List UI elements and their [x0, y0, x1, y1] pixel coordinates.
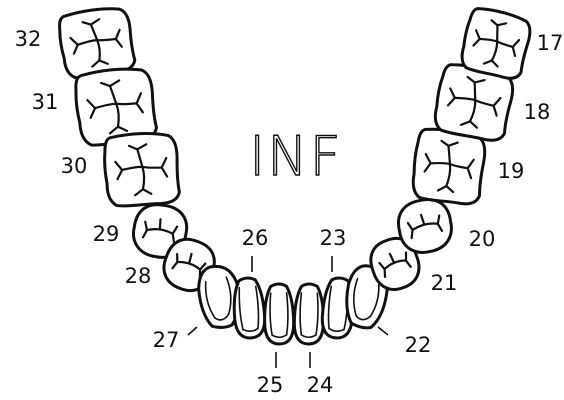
- tooth-24[interactable]: [294, 284, 324, 344]
- arch-title: INF: [249, 125, 342, 188]
- tooth-17-outline: [459, 6, 534, 81]
- tooth-17[interactable]: [459, 6, 534, 81]
- tooth-25[interactable]: [264, 284, 294, 344]
- tooth-27-leader-line: [188, 327, 197, 335]
- tooth-number-28: 28: [125, 264, 152, 288]
- tooth-number-27: 27: [153, 328, 180, 352]
- tooth-number-21: 21: [431, 271, 458, 295]
- tooth-number-22: 22: [405, 333, 432, 357]
- tooth-30-outline: [102, 130, 181, 208]
- tooth-number-31: 31: [32, 90, 59, 114]
- tooth-number-19: 19: [498, 159, 525, 183]
- tooth-30[interactable]: [102, 130, 181, 208]
- tooth-number-23: 23: [320, 226, 347, 250]
- tooth-24-outline: [294, 284, 324, 344]
- tooth-22-leader-line: [378, 327, 388, 335]
- tooth-number-20: 20: [469, 227, 496, 251]
- tooth-number-26: 26: [242, 226, 269, 250]
- tooth-26[interactable]: [232, 277, 266, 339]
- tooth-number-30: 30: [61, 154, 88, 178]
- tooth-number-25: 25: [257, 373, 284, 397]
- tooth-26-outline: [232, 277, 266, 339]
- tooth-number-18: 18: [524, 100, 551, 124]
- tooth-number-29: 29: [93, 222, 120, 246]
- tooth-number-24: 24: [307, 373, 334, 397]
- tooth-number-17: 17: [537, 31, 564, 55]
- tooth-number-32: 32: [15, 27, 42, 51]
- tooth-25-outline: [264, 284, 294, 344]
